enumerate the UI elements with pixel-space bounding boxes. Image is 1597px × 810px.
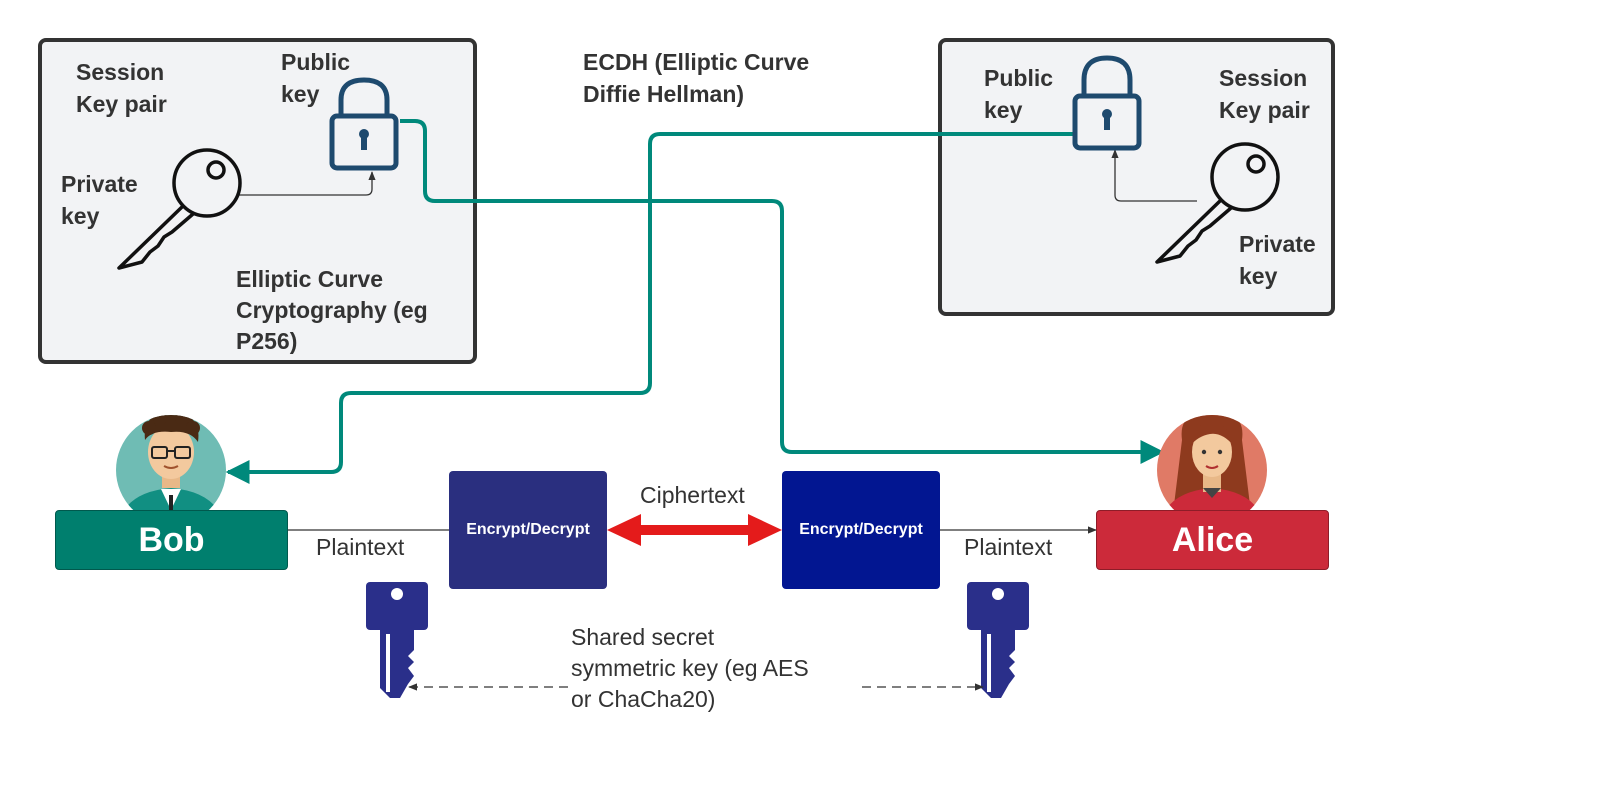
- shared-secret-label: Shared secret symmetric key (eg AES or C…: [571, 624, 809, 712]
- encrypt-decrypt-right-box: Encrypt/Decrypt: [782, 471, 940, 589]
- alice-avatar-icon: [1157, 415, 1267, 525]
- bob-avatar-icon: [116, 415, 226, 525]
- plaintext-left-label: Plaintext: [316, 534, 405, 560]
- bob-public-key-label: Public key: [281, 49, 351, 107]
- bob-symmetric-key-icon: [366, 582, 428, 698]
- bob-keypair-panel: [38, 38, 477, 364]
- alice-padlock-icon: [1072, 55, 1142, 151]
- bob-session-keypair-label: Session Key pair: [76, 59, 167, 117]
- alice-name-box: Alice: [1096, 510, 1329, 570]
- bob-public-key-to-alice-line: [400, 119, 1165, 464]
- alice-public-key-label: Public key: [984, 65, 1054, 123]
- alice-session-keypair-label: Session Key pair: [1219, 65, 1310, 123]
- ciphertext-label: Ciphertext: [640, 482, 745, 508]
- alice-private-to-public-connector: [1111, 149, 1197, 202]
- bob-private-key-icon: [117, 148, 242, 270]
- alice-private-key-label: Private key: [1239, 231, 1316, 289]
- bob-private-key-label: Private key: [61, 171, 138, 229]
- ecc-label: Elliptic Curve Cryptography (eg P256): [236, 266, 428, 354]
- plaintext-right-label: Plaintext: [964, 534, 1053, 560]
- encrypt-decrypt-left-box: Encrypt/Decrypt: [449, 471, 607, 589]
- alice-keypair-panel: [938, 38, 1335, 316]
- bob-name-box: Bob: [55, 510, 288, 570]
- ciphertext-double-arrow: [607, 514, 782, 546]
- bob-private-to-public-connector: [238, 171, 376, 196]
- bob-padlock-icon: [329, 77, 399, 171]
- ecdh-label: ECDH (Elliptic Curve Diffie Hellman): [583, 49, 810, 107]
- alice-public-key-to-bob-line: [225, 132, 1074, 484]
- alice-symmetric-key-icon: [967, 582, 1029, 698]
- alice-private-key-icon: [1155, 142, 1280, 264]
